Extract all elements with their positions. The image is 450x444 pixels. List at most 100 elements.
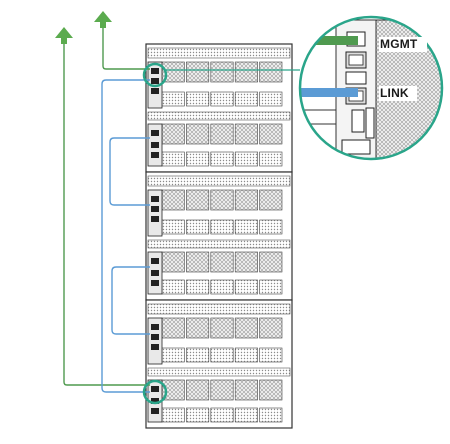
device-bay [210,61,234,83]
device-bay [210,123,234,145]
port-jack [151,398,159,404]
device-bay [234,61,258,83]
link-cable [111,266,150,335]
device-bay [186,347,210,363]
mid-strip [147,111,291,121]
enclosure-2 [145,171,293,301]
device-bay [186,407,210,423]
link-cable [109,137,150,206]
device-bay [234,279,258,295]
device-bay [234,251,258,273]
device-bay [210,219,234,235]
device-bay [210,151,234,167]
port-detail-callout [166,15,444,161]
device-bay [259,347,283,363]
enclosure-stack [145,43,293,429]
device-bay [259,219,283,235]
port-jack [151,324,159,330]
device-bay [259,317,283,339]
device-bay [161,123,185,145]
port-jack [151,386,159,392]
device-bay [259,123,283,145]
device-bay [210,91,234,107]
device-bay [210,279,234,295]
device-bay [259,379,283,401]
port-jack [151,68,159,74]
port-jack [151,344,159,350]
device-bay [259,407,283,423]
device-bay [186,317,210,339]
arrow-up-icon [94,11,112,28]
port-jack [151,88,159,94]
device-bay [234,219,258,235]
device-bay [186,219,210,235]
device-bay [234,123,258,145]
device-bay [210,189,234,211]
device-bay [259,91,283,107]
port-jack [151,216,159,222]
device-bay [259,151,283,167]
enclosure-3 [145,299,293,429]
device-bay [186,61,210,83]
device-bay [259,279,283,295]
device-bay [259,61,283,83]
device-bay [161,317,185,339]
device-bay [186,91,210,107]
top-strip [147,303,291,315]
device-bay [234,407,258,423]
arrow-up-icon [55,27,73,44]
device-bay [259,189,283,211]
port-jack [151,152,159,158]
device-bay [161,219,185,235]
port-jack [151,408,159,414]
device-bay [186,123,210,145]
device-bay [210,407,234,423]
top-strip [147,175,291,187]
device-bay [186,379,210,401]
device-bay [186,189,210,211]
mid-strip [147,367,291,377]
device-bay [161,189,185,211]
device-bay [161,407,185,423]
device-bay [234,91,258,107]
link-cable [101,79,150,393]
enclosure-1 [145,43,293,173]
device-bay [234,189,258,211]
device-bay [234,379,258,401]
top-strip [147,47,291,59]
device-bay [186,251,210,273]
device-bay [210,251,234,273]
port-jack [151,142,159,148]
port-jack [151,334,159,340]
device-bay [234,347,258,363]
mgmt-cable [102,28,150,70]
device-bay [259,251,283,273]
cabling [55,11,150,393]
device-bay [210,317,234,339]
port-highlight-top [142,62,168,88]
port-jack [151,130,159,136]
device-bay [234,317,258,339]
mid-strip [147,239,291,249]
port-jack [151,206,159,212]
port-jack [151,280,159,286]
device-bay [186,151,210,167]
mgmt-label: MGMT [380,37,418,51]
port-jack [151,258,159,264]
device-bay [210,347,234,363]
device-bay [186,279,210,295]
device-bay [161,347,185,363]
device-bay [161,91,185,107]
device-bay [161,251,185,273]
device-bay [161,151,185,167]
port-jack [151,196,159,202]
port-jack [151,270,159,276]
device-bay [161,279,185,295]
port-highlight-bottom [142,379,168,405]
device-bay [234,151,258,167]
link-label: LINK [380,86,409,100]
port-jack [151,78,159,84]
mgmt-cable [63,44,150,386]
